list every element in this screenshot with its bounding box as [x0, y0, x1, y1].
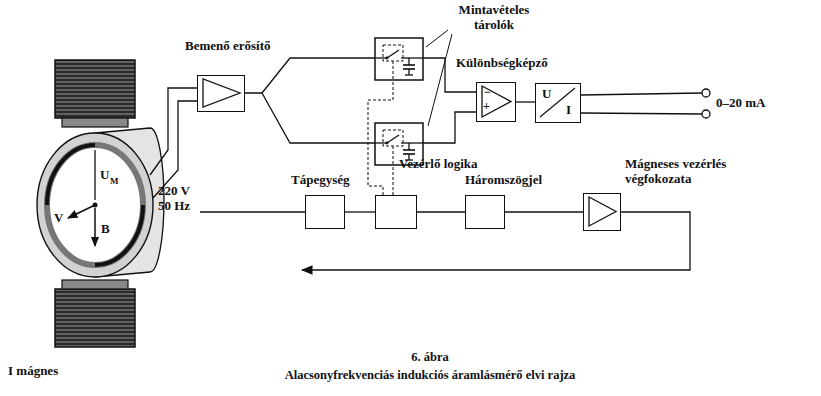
box-outline [375, 195, 417, 229]
signal-connector [505, 211, 583, 212]
symbol-label: V [54, 211, 63, 226]
signal-connector [417, 211, 465, 212]
box-outline [476, 82, 516, 122]
output-label: 0–20 mA [716, 96, 765, 111]
converter-box: UI [535, 83, 581, 123]
leader-line [426, 30, 452, 126]
signal-wire [150, 58, 702, 212]
magnet-coil [55, 289, 135, 347]
symbol-label: U [100, 168, 109, 183]
symbol-label: B [101, 222, 110, 237]
symbol-label: M [110, 176, 119, 186]
box-symbol [584, 194, 622, 232]
signal-wire [262, 93, 375, 143]
box-symbol [376, 196, 418, 230]
box-heading: Tápegység [291, 173, 350, 188]
part-label: I mágnes [8, 364, 58, 379]
signal-wire [200, 211, 305, 212]
leader-line [428, 34, 452, 126]
field-arrows [94, 208, 96, 246]
magnet-coil [62, 118, 128, 127]
figure-caption: Alacsonyfrekvenciás indukciós áramlásmér… [180, 368, 680, 382]
control-line [368, 80, 393, 195]
box-heading: Vezérlő logika [399, 157, 478, 172]
field-arrows [68, 205, 95, 218]
leader-line [426, 30, 448, 47]
control-line [393, 166, 394, 195]
divider-line [540, 88, 575, 117]
box-symbol [466, 196, 506, 230]
signal-wire [245, 58, 375, 93]
terminal [702, 89, 710, 97]
box-heading: Különbségképző [456, 56, 548, 71]
part-label: Mintavételes tárolók [448, 3, 540, 33]
sample-hold [375, 38, 423, 165]
box-text: I [566, 103, 571, 118]
signal-connector [516, 101, 535, 102]
signal-wire [581, 113, 702, 114]
sample-hold [375, 38, 423, 80]
pipe [95, 205, 143, 265]
magnet-coil [62, 280, 128, 289]
amplifier-symbol [482, 86, 511, 117]
box-outline [197, 75, 245, 112]
power-supply-box: Tápegység [305, 195, 345, 229]
pipe [47, 145, 143, 265]
pin-sign: − [484, 86, 491, 100]
figure-number: 6. ábra [330, 350, 530, 364]
field-arrows [68, 150, 95, 246]
terminal [702, 89, 710, 118]
box-outline [305, 195, 345, 229]
signal-connector [345, 211, 375, 212]
pipe [37, 128, 164, 277]
amplifier-symbol [589, 197, 616, 226]
box-outline [583, 193, 621, 231]
box-outline [465, 195, 505, 229]
control-logic-box: Vezérlő logika [375, 195, 417, 229]
magnet-coil [55, 60, 135, 118]
difference-amplifier: Különbségképző [476, 82, 516, 122]
box-text: U [542, 87, 551, 102]
signal-wire [581, 93, 702, 95]
driver-stage-box: Mágneses vezérlés végfokozata [583, 193, 621, 231]
box-outline: UI [535, 83, 581, 123]
pipe [37, 133, 153, 277]
box-symbol [306, 196, 346, 230]
box-symbol [198, 76, 246, 113]
supply-label: 220 V 50 Hz [158, 184, 200, 214]
amplifier-symbol [203, 79, 240, 107]
control-line [368, 80, 393, 195]
triangle-generator-box: Háromszögjel [465, 195, 505, 229]
box-heading: Háromszögjel [465, 173, 542, 188]
box-heading: Mágneses vezérlés végfokozata [625, 157, 747, 187]
terminal [702, 110, 710, 118]
box-heading: Bemenő erősítő [185, 39, 271, 54]
pin-sign: + [483, 100, 490, 114]
amplifier-box: Bemenő erősítő [197, 75, 245, 112]
pipe [47, 145, 95, 205]
field-arrows [94, 150, 95, 200]
